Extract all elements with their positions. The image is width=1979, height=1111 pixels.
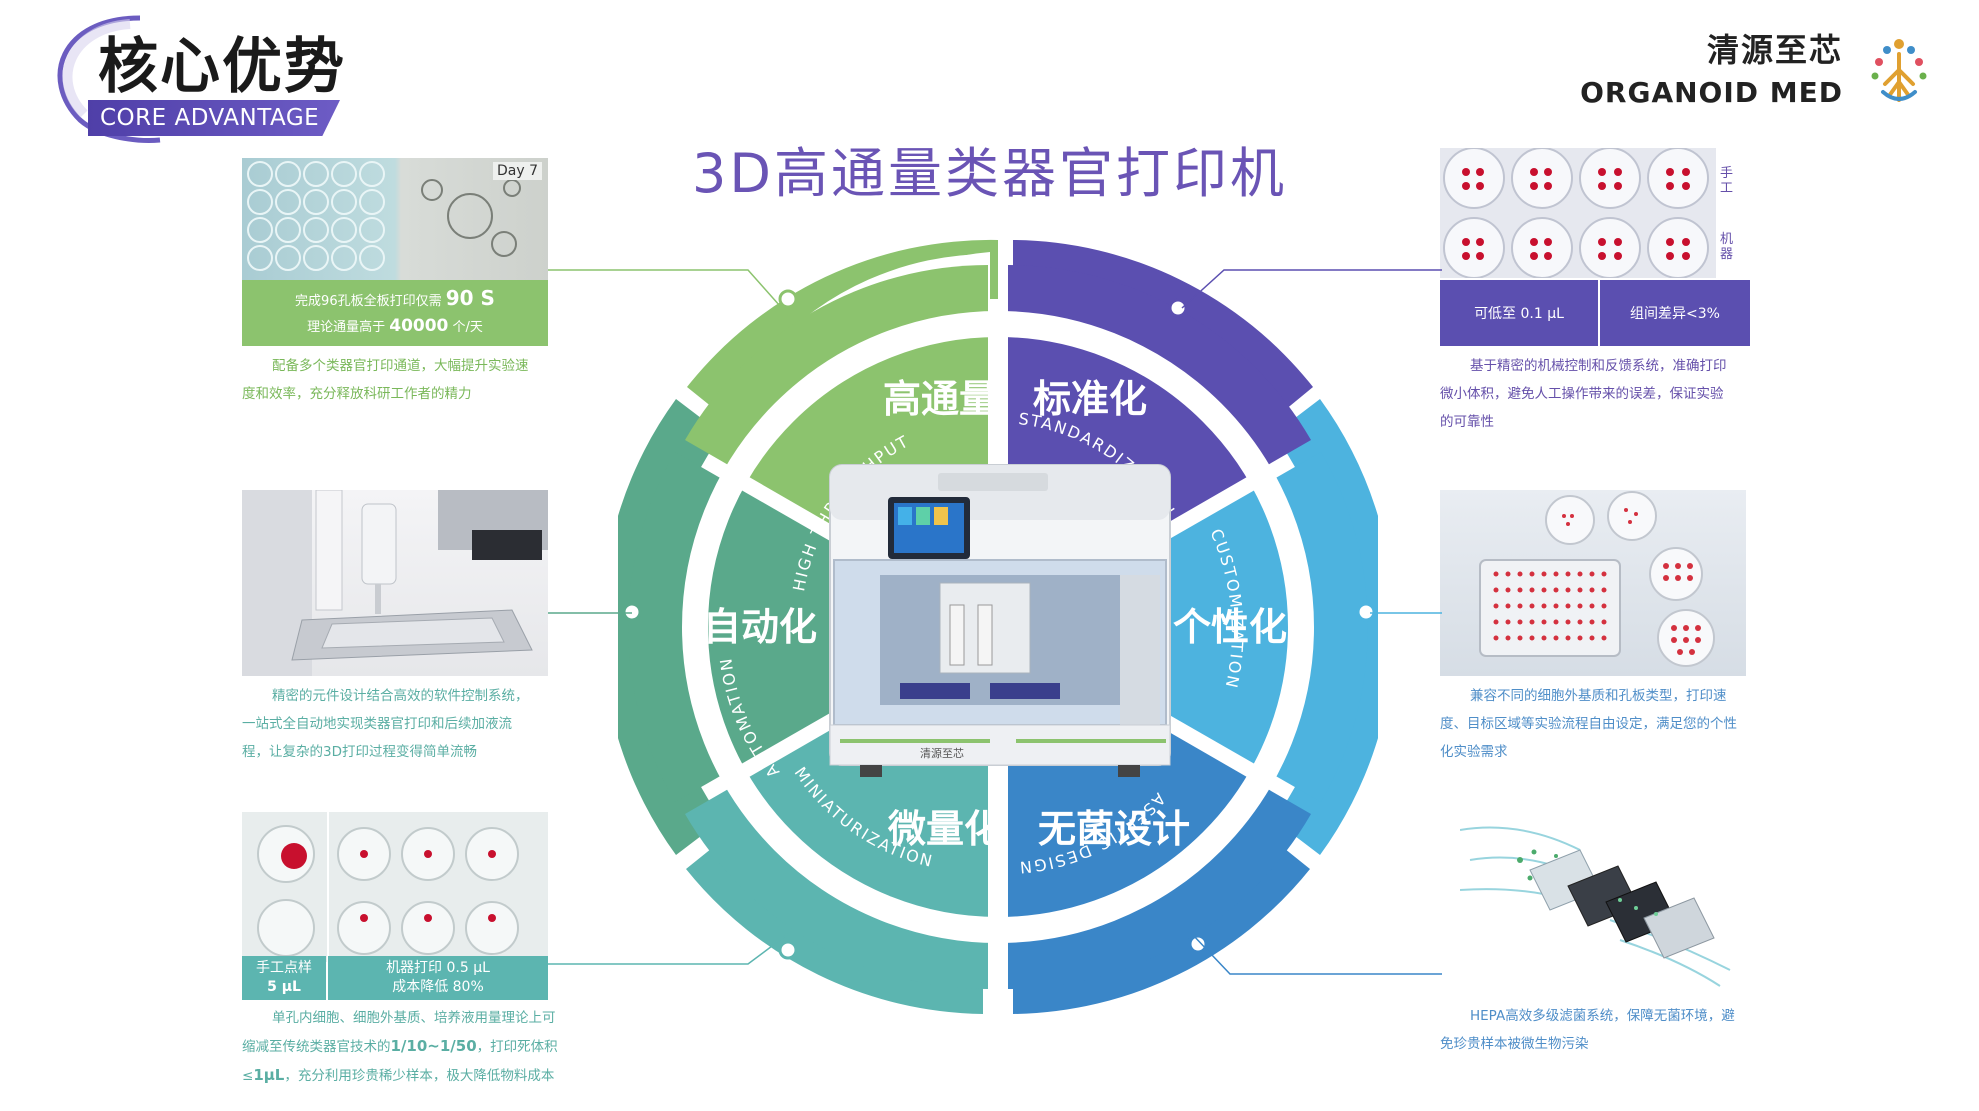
segment-label-high-throughput: 高通量 — [883, 377, 997, 421]
stat-text: 组间差异<3% — [1630, 306, 1720, 322]
desc-line: 度、目标区域等实验流程自由设定，满足您的个性 — [1440, 716, 1737, 732]
automation-description: 精密的元件设计结合高效的软件控制系统， 一站式全自动地实现类器官打印和后续加液流… — [242, 682, 582, 766]
page-subheading: CORE ADVANTAGE — [100, 105, 320, 131]
hepa-filter-illustration — [1460, 826, 1731, 987]
segment-label-automation: 自动化 — [703, 605, 817, 649]
standardization-description: 基于精密的机械控制和反馈系统，准确打印 微小体积，避免人工操作带来的误差，保证实… — [1440, 352, 1780, 436]
segment-label-standardization: 标准化 — [1033, 377, 1147, 421]
desc-line: 度和效率，充分释放科研工作者的精力 — [242, 386, 472, 402]
desc-line: 精密的元件设计结合高效的软件控制系统， — [272, 688, 529, 704]
high-throughput-stat-bar: 完成96孔板全板打印仅需 90 S 理论通量高于 40000 个/天 — [242, 280, 548, 346]
customization-description: 兼容不同的细胞外基质和孔板类型，打印速 度、目标区域等实验流程自由设定，满足您的… — [1440, 682, 1780, 766]
connector-line-high-throughput — [548, 269, 789, 316]
standardization-side-label-manual: 手工 — [1720, 166, 1734, 196]
brand-name-en: ORGANOID MED — [1580, 76, 1843, 109]
touchscreen — [888, 497, 970, 559]
automation-image — [242, 490, 548, 676]
standardization-side-label-machine: 机器 — [1720, 232, 1734, 262]
stat-text: 理论通量高于 — [307, 320, 386, 335]
main-title: 3D高通量类器官打印机 — [692, 142, 1287, 205]
desc-line: 兼容不同的细胞外基质和孔板类型，打印速 — [1470, 688, 1727, 704]
connector-line-customization — [1370, 612, 1442, 614]
desc-text: ≤ — [242, 1068, 254, 1084]
brand-name-cn: 清源至芯 — [1706, 31, 1843, 69]
connector-line-aseptic — [1191, 933, 1442, 975]
desc-line: 的可靠性 — [1440, 414, 1494, 430]
ring-segment-customization — [1274, 399, 1378, 855]
brand-logo-icon — [1871, 39, 1927, 102]
desc-line: 化实验需求 — [1440, 744, 1508, 760]
desc-text: 缩减至传统类器官技术的 — [242, 1039, 391, 1055]
miniaturization-stat-bar-manual: 手工点样 5 μL — [242, 956, 326, 1000]
connector-line-miniaturization — [548, 933, 789, 965]
standardization-stat-left: 可低至 0.1 μL — [1440, 280, 1598, 346]
connector-line-standardization — [1181, 269, 1442, 309]
desc-line: HEPA高效多级滤菌系统，保障无菌环境，避 — [1470, 1008, 1735, 1024]
page-heading: 核心优势 — [98, 32, 346, 102]
connector-line-automation — [548, 612, 632, 614]
day-label: Day 7 — [492, 162, 542, 180]
page-subheading-bar — [88, 100, 340, 136]
organoid-printer-illustration: 清源至芯 — [829, 464, 1171, 777]
desc-value: 1μL — [253, 1066, 285, 1084]
stat-text: 完成96孔板全板打印仅需 — [295, 294, 442, 309]
desc-text: ，打印死体积 — [476, 1039, 558, 1055]
stat-text: 可低至 0.1 μL — [1474, 306, 1564, 322]
desc-line: 单孔内细胞、细胞外基质、培养液用量理论上可 — [272, 1010, 556, 1026]
desc-value: 1/10~1/50 — [390, 1037, 477, 1055]
desc-line: 免珍贵样本被微生物污染 — [1440, 1036, 1589, 1052]
desc-line: 配备多个类器官打印通道，大幅提升实验速 — [272, 358, 529, 374]
miniaturization-description: 单孔内细胞、细胞外基质、培养液用量理论上可 缩减至传统类器官技术的1/10~1/… — [242, 1004, 582, 1090]
stat-text: 成本降低 80% — [392, 979, 484, 995]
desc-line: 基于精密的机械控制和反馈系统，准确打印 — [1470, 358, 1727, 374]
stat-value: 5 μL — [267, 979, 301, 995]
desc-line: ≤1μL，充分利用珍贵稀少样本，极大降低物料成本 — [242, 1061, 582, 1090]
desc-line: 缩减至传统类器官技术的1/10~1/50，打印死体积 — [242, 1032, 582, 1061]
ring-segment-automation — [618, 399, 722, 855]
standardization-image — [1440, 148, 1716, 278]
desc-text: ，充分利用珍贵稀少样本，极大降低物料成本 — [284, 1068, 555, 1084]
segment-label-miniaturization: 微量化 — [887, 807, 1002, 851]
desc-line: 微小体积，避免人工操作带来的误差，保证实验 — [1440, 386, 1724, 402]
high-throughput-description: 配备多个类器官打印通道，大幅提升实验速 度和效率，充分释放科研工作者的精力 — [242, 352, 572, 408]
desc-line: 程，让复杂的3D打印过程变得简单流畅 — [242, 744, 477, 760]
standardization-stat-right: 组间差异<3% — [1600, 280, 1750, 346]
customization-image — [1440, 490, 1746, 676]
stat-unit: 个/天 — [452, 320, 483, 335]
header-arc-decoration — [57, 15, 161, 143]
desc-line: 一站式全自动地实现类器官打印和后续加液流 — [242, 716, 512, 732]
stat-value: 40000 — [389, 316, 449, 336]
miniaturization-stat-bar-machine: 机器打印 0.5 μL 成本降低 80% — [328, 956, 548, 1000]
stat-value: 90 S — [445, 286, 495, 310]
stat-text: 机器打印 0.5 μL — [386, 960, 490, 976]
stat-text: 手工点样 — [256, 960, 312, 976]
printer-brand-label: 清源至芯 — [920, 746, 964, 760]
aseptic-description: HEPA高效多级滤菌系统，保障无菌环境，避 免珍贵样本被微生物污染 — [1440, 1002, 1780, 1058]
high-throughput-image: Day 7 — [242, 158, 548, 280]
segment-label-aseptic-design: 无菌设计 — [1038, 807, 1190, 851]
miniaturization-image — [242, 812, 548, 962]
segment-label-customization: 个性化 — [1173, 605, 1287, 649]
